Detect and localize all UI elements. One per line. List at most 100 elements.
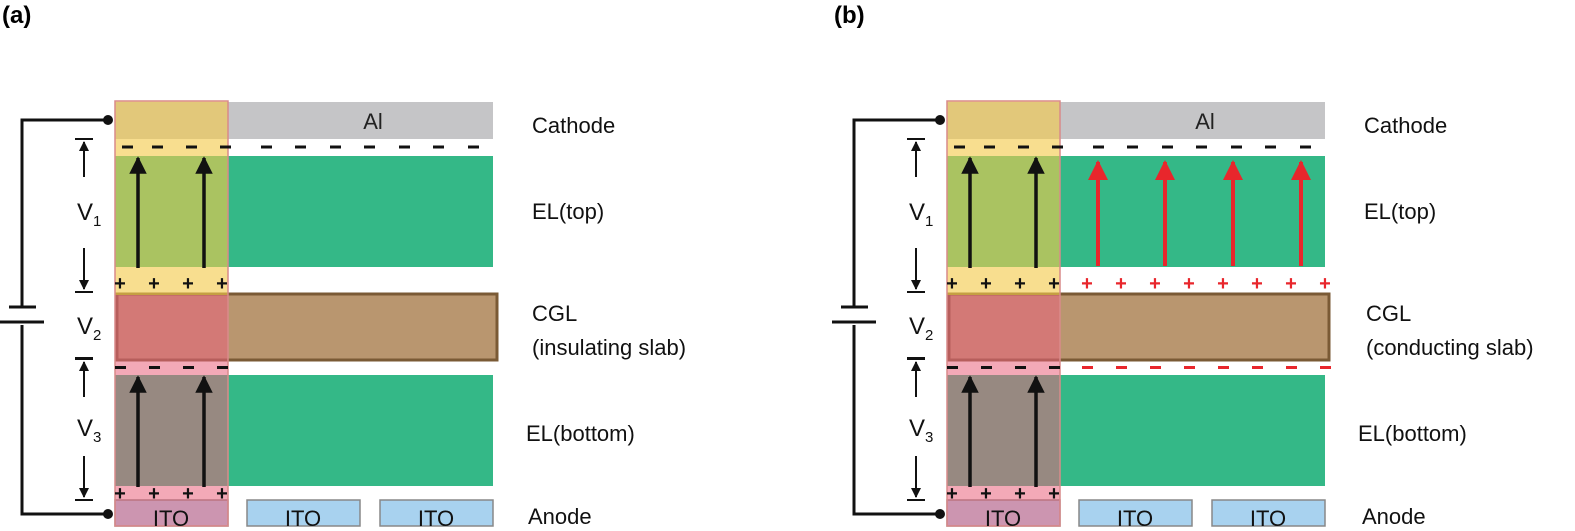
panel-a-ito-text-2: ITO xyxy=(285,506,321,529)
panel-b-voltage-1: V1 xyxy=(909,199,933,230)
panel-a-anode-charge-1: + xyxy=(148,483,160,505)
panel-b-cgl-type-label: (conducting slab) xyxy=(1366,335,1534,360)
panel-b-ito-text-3: ITO xyxy=(1250,506,1286,529)
panel-a-anode-terminal xyxy=(103,509,113,519)
panel-b-cgl-induced-plus-3: + xyxy=(1183,273,1195,295)
panel-a-cathode-charge-4 xyxy=(261,145,272,149)
panel-a-cathode-charge-7 xyxy=(364,145,375,149)
panel-b-anode-charge-3: + xyxy=(1048,483,1060,505)
panel-a-anode-label: Anode xyxy=(528,504,592,529)
panel-a-cathode-charge-3 xyxy=(220,145,231,149)
panel-b-ito-text-1: ITO xyxy=(985,506,1021,529)
panel-a-cathode-charge-1 xyxy=(152,145,163,149)
panel-b-cgl-top-charge-0: + xyxy=(946,273,958,295)
panel-a-cgl-top-charge-1: + xyxy=(148,273,160,295)
panel-b-cgl-induced-minus-5 xyxy=(1252,366,1263,369)
panel-a-el-bottom-label: EL(bottom) xyxy=(526,421,635,446)
panel-b-cgl-induced-minus-2 xyxy=(1150,366,1161,369)
panel-a-overlay-border xyxy=(114,100,229,527)
panel-b-al-text: Al xyxy=(1195,109,1215,134)
panel-b-cgl-bottom-charge-2 xyxy=(1015,366,1026,369)
panel-a-cathode-terminal xyxy=(103,115,113,125)
panel-b-voltage-2: V2 xyxy=(909,313,933,344)
panel-b-cgl-top-charge-1: + xyxy=(980,273,992,295)
panel-b-anode-charge-2: + xyxy=(1014,483,1026,505)
panel-b-cgl-induced-plus-6: + xyxy=(1285,273,1297,295)
panel-a-cgl-bottom-charge-3 xyxy=(217,366,228,369)
panel-b-cathode-charge-4 xyxy=(1093,145,1104,149)
panel-b-ito-text-2: ITO xyxy=(1117,506,1153,529)
panel-a-cgl-type-label: (insulating slab) xyxy=(532,335,687,360)
panel-b-anode-label: Anode xyxy=(1362,504,1426,529)
panel-b-cathode-charge-2 xyxy=(1018,145,1029,149)
panel-b-cgl-induced-minus-6 xyxy=(1286,366,1297,369)
panel-b-voltage-3: V3 xyxy=(909,415,933,446)
panel-a-ito-pad-3 xyxy=(379,499,494,527)
panel-b-wire-top xyxy=(852,118,940,307)
panel-a-cathode-charge-0 xyxy=(122,145,133,149)
panel-a-cathode-label: Cathode xyxy=(532,113,616,138)
panel-b-cathode-charge-3 xyxy=(1052,145,1063,149)
panel-a-overlay-bottom xyxy=(115,295,228,526)
panel-b-cathode-terminal xyxy=(935,115,945,125)
panel-a-cgl-top-charge-3: + xyxy=(216,273,228,295)
panel-a-cgl-bottom-charge-0 xyxy=(115,366,126,369)
panel-a-anode-charge-0: + xyxy=(114,483,126,505)
panel-a-cgl-bottom-charge-1 xyxy=(149,366,160,369)
panel-b-cgl-induced-plus-0: + xyxy=(1081,273,1093,295)
panel-a-cathode-charge-8 xyxy=(399,145,410,149)
panel-b-cathode-charge-0 xyxy=(954,145,965,149)
panel-b-cathode-charge-1 xyxy=(984,145,995,149)
panel-b-cgl-top-charge-2: + xyxy=(1014,273,1026,295)
panel-b-cgl-induced-plus-5: + xyxy=(1251,273,1263,295)
panel-b-cgl-bottom-charge-1 xyxy=(981,366,992,369)
panel-b-overlay-top xyxy=(947,101,1060,295)
panel-b-cgl-induced-plus-1: + xyxy=(1115,273,1127,295)
panel-b-cathode-charge-10 xyxy=(1300,145,1311,149)
panel-a-cgl-bottom-charge-2 xyxy=(183,366,194,369)
panel-b-overlay-border xyxy=(946,100,1061,527)
panel-a-cgl-label: CGL xyxy=(532,301,578,326)
panel-a-wire-top xyxy=(20,118,108,307)
panel-a-cathode-charge-5 xyxy=(295,145,306,149)
panel-b-cathode-charge-8 xyxy=(1231,145,1242,149)
panel-b-cgl-label: CGL xyxy=(1366,301,1412,326)
panel-b-letter: (b) xyxy=(834,2,865,29)
panel-a-cathode-charge-9 xyxy=(433,145,444,149)
panel-a-cgl-top-charge-0: + xyxy=(114,273,126,295)
panel-a-overlay-top xyxy=(115,101,228,295)
panel-b-cathode-charge-9 xyxy=(1265,145,1276,149)
panel-b-cgl-induced-minus-4 xyxy=(1218,366,1229,369)
panel-b-anode-charge-1: + xyxy=(980,483,992,505)
panel-b-cgl-induced-plus-4: + xyxy=(1217,273,1229,295)
panel-b-anode-terminal xyxy=(935,509,945,519)
panel-b-cgl-induced-minus-7 xyxy=(1320,366,1331,369)
panel-b-cgl-induced-minus-3 xyxy=(1184,366,1195,369)
panel-a-el-top-label: EL(top) xyxy=(532,199,605,224)
panel-b-cathode-charge-5 xyxy=(1127,145,1138,149)
panel-a-ito-text-1: ITO xyxy=(153,506,189,529)
panel-a-anode-charge-2: + xyxy=(182,483,194,505)
panel-a-cathode-charge-6 xyxy=(330,145,341,149)
panel-b-cathode-charge-6 xyxy=(1162,145,1173,149)
panel-b-anode-charge-0: + xyxy=(946,483,958,505)
panel-a-wire-bottom xyxy=(20,325,108,516)
panel-a-cathode-charge-2 xyxy=(186,145,197,149)
panel-b-ito-pad-3 xyxy=(1211,499,1326,527)
panel-b-el-bottom-label: EL(bottom) xyxy=(1358,421,1467,446)
panel-a-ito-text-3: ITO xyxy=(418,506,454,529)
panel-a-ito-pad-2 xyxy=(246,499,361,527)
panel-b-cgl-bottom-charge-3 xyxy=(1049,366,1060,369)
panel-a-cgl-top-charge-2: + xyxy=(182,273,194,295)
panel-b-cathode-label: Cathode xyxy=(1364,113,1448,138)
panel-b-overlay-bottom xyxy=(947,295,1060,526)
panel-b-cgl-bottom-charge-0 xyxy=(947,366,958,369)
panel-b-cgl-induced-plus-7: + xyxy=(1319,273,1331,295)
panel-b-cgl-induced-minus-1 xyxy=(1116,366,1127,369)
panel-a-anode-charge-3: + xyxy=(216,483,228,505)
panel-b-ito-pad-2 xyxy=(1078,499,1193,527)
panel-a-cathode-charge-10 xyxy=(468,145,479,149)
panel-a-al-text: Al xyxy=(363,109,383,134)
